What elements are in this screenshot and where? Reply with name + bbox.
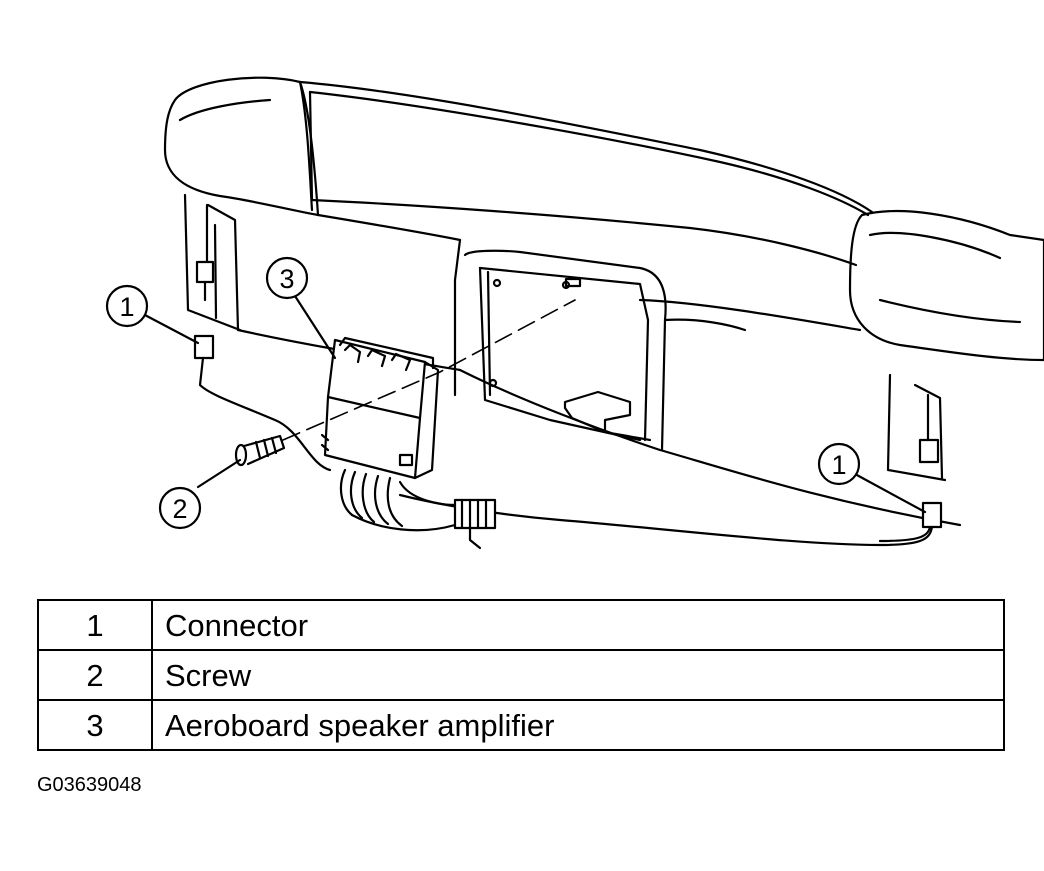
legend-description: Screw (151, 649, 1005, 701)
legend-table: 1 Connector 2 Screw 3 Aeroboard speaker … (37, 599, 1005, 751)
legend-description: Connector (151, 599, 1005, 651)
install-path-dashed (282, 299, 576, 441)
legend-number: 1 (37, 599, 153, 651)
figure-id: G03639048 (37, 774, 142, 796)
amplifier-wire-bundle (339, 468, 497, 550)
callout-label-3: 3 (279, 264, 294, 294)
legend-row: 2 Screw (37, 649, 1005, 701)
legend-description: Aeroboard speaker amplifier (151, 699, 1005, 751)
callout-circle-1-left (105, 284, 149, 328)
legend-row: 1 Connector (37, 599, 1005, 651)
callout-circle-3 (265, 256, 309, 300)
callout-circle-2 (158, 486, 202, 530)
callout-label-1-left: 1 (119, 292, 134, 322)
legend-number: 3 (37, 699, 153, 751)
callout-label-2: 2 (172, 494, 187, 524)
callout-circle-1-right (817, 442, 861, 486)
left-headrest (163, 76, 320, 217)
aeroboard-speaker-amplifier (320, 336, 440, 480)
left-connector-harness (193, 203, 332, 472)
amplifier-installation-illustration: 1 2 3 1 (105, 76, 1044, 550)
legend-row: 3 Aeroboard speaker amplifier (37, 699, 1005, 751)
aeroboard-panel (183, 80, 962, 527)
leader-line-2 (196, 458, 242, 489)
leader-line-1-right (853, 472, 927, 514)
screw (234, 434, 286, 467)
leader-line-3 (293, 294, 337, 360)
right-headrest (848, 210, 1044, 362)
legend-number: 2 (37, 649, 153, 701)
leader-line-1-left (141, 312, 200, 345)
callout-label-1-right: 1 (831, 450, 846, 480)
